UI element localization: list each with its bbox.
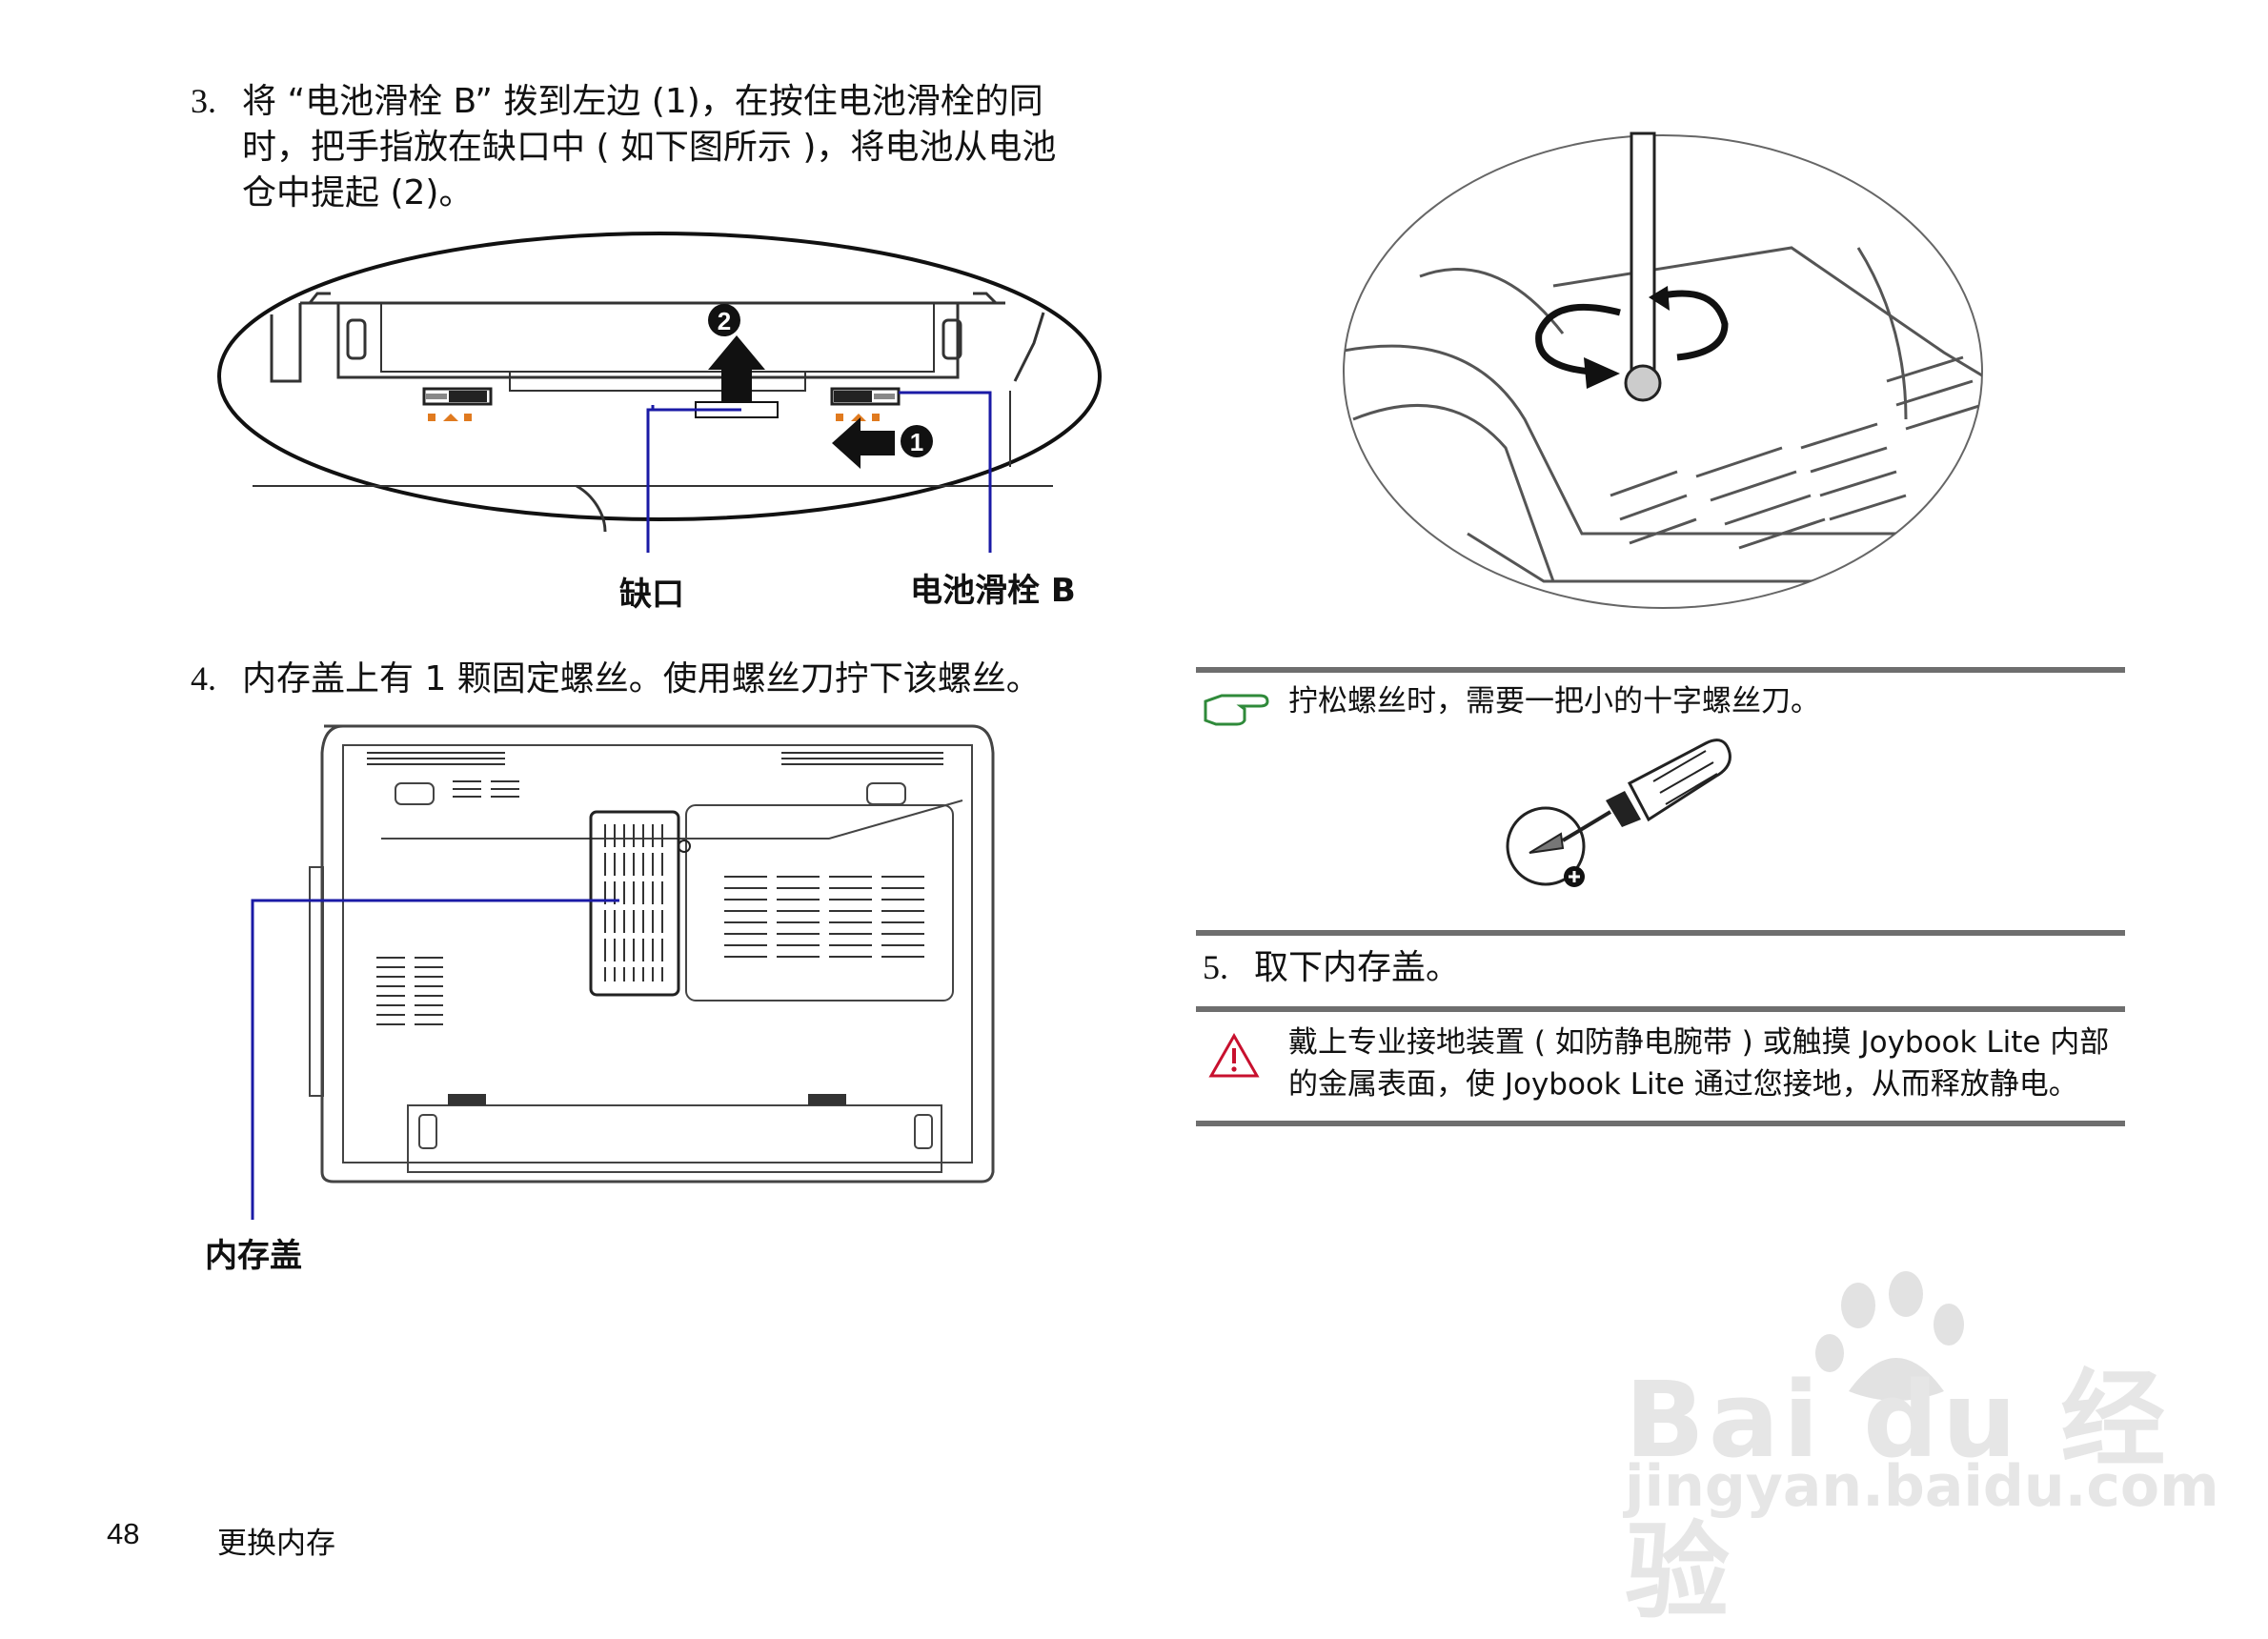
- vent-grilles: [367, 752, 943, 1025]
- step-5: 5. 取下内存盖。: [1203, 944, 1460, 991]
- step-3: 3. 将 “电池滑栓 B” 拨到左边 (1)，在按住电池滑栓的同 时，把手指放在缺…: [191, 78, 1144, 216]
- chassis-outline: [309, 724, 995, 1184]
- section-title: 更换内存: [217, 1527, 335, 1561]
- marker-2-circle: [708, 304, 740, 336]
- callout-notch: 缺口: [619, 576, 684, 614]
- zoom-ellipse: [217, 232, 1102, 521]
- battery-outline: [253, 292, 1053, 533]
- marker-1-circle: [901, 425, 933, 457]
- step-number: 4.: [191, 659, 216, 698]
- step-4: 4. 内存盖上有 1 颗固定螺丝。使用螺丝刀拧下该螺丝。: [191, 656, 1144, 702]
- step-text: 取下内存盖。: [1254, 948, 1461, 987]
- callout-line-cover: [251, 899, 619, 1220]
- warning-text-line: 戴上专业接地装置 ( 如防静电腕带 ) 或触摸 Joybook Lite 内部: [1288, 1025, 2110, 1060]
- memory-cover: [589, 810, 691, 997]
- warning-text: 戴上专业接地装置 ( 如防静电腕带 ) 或触摸 Joybook Lite 内部 …: [1288, 1022, 2127, 1105]
- pointing-hand-icon: [1204, 694, 1269, 726]
- callout-lines: [646, 391, 992, 553]
- step-text: 内存盖上有 1 颗固定螺丝。使用螺丝刀拧下该螺丝。: [242, 659, 1041, 698]
- step-text-line: 将 “电池滑栓 B” 拨到左边 (1)，在按住电池滑栓的同: [242, 82, 1043, 121]
- battery-latch-b: [830, 387, 901, 406]
- notebook-bottom-figure: [251, 724, 995, 1220]
- rotate-arrows: [1535, 290, 1729, 375]
- screw: [1624, 364, 1662, 402]
- screw-removal-figure: [1343, 132, 1983, 609]
- step-text-line: 时，把手指放在缺口中 ( 如下图所示 )，将电池从电池: [242, 128, 1057, 167]
- callout-latch-b: 电池滑栓 B: [910, 572, 1076, 610]
- watermark-brand: Bai du 经验: [1625, 1359, 2170, 1633]
- zoom-circle: [1343, 134, 1983, 609]
- warning-triangle-icon: [1208, 1032, 1260, 1078]
- tip-rule-bottom: [1196, 930, 2125, 936]
- screwdriver-shaft: [1630, 132, 1656, 374]
- step-text-line: 仓中提起 (2)。: [242, 173, 474, 212]
- page-number: 48: [107, 1517, 140, 1550]
- callout-memory-cover: 内存盖: [205, 1237, 302, 1275]
- bottom-latches: [448, 1094, 846, 1105]
- screwdriver-illustration: [1506, 739, 1731, 887]
- watermark-url: jingyan.baidu.com: [1625, 1453, 2219, 1520]
- slide-arrow: [832, 417, 895, 469]
- battery-figure: 1 2: [217, 232, 1102, 553]
- marker-1: 1: [910, 428, 923, 456]
- warning-text-line: 的金属表面，使 Joybook Lite 通过您接地，从而释放静电。: [1288, 1067, 2078, 1102]
- marker-2: 2: [718, 307, 731, 335]
- step-number: 5.: [1203, 948, 1228, 986]
- warning-rule-bottom: [1196, 1121, 2125, 1126]
- warning-rule-top: [1196, 1006, 2125, 1012]
- baidu-paw-logo: [1815, 1271, 1964, 1401]
- step-number: 3.: [191, 82, 216, 120]
- rotate-arrowhead-right: [1649, 286, 1670, 311]
- tip-text: 拧松螺丝时，需要一把小的十字螺丝刀。: [1288, 684, 1820, 718]
- rotate-arrowhead-left: [1584, 357, 1620, 389]
- lock-symbols: [428, 414, 880, 421]
- tip-rule-top: [1196, 667, 2125, 673]
- battery-latch-a: [422, 387, 493, 406]
- phillips-tip-zoom: [1506, 806, 1586, 886]
